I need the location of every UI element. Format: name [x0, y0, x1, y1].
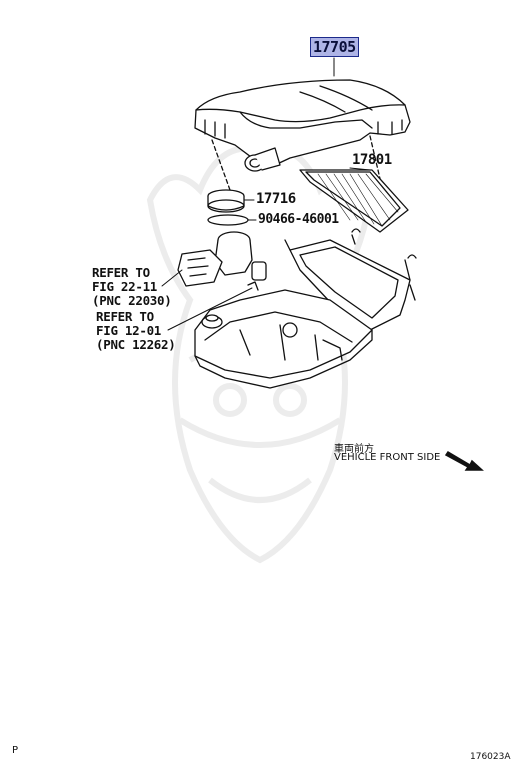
- front-direction-arrow: [444, 450, 484, 471]
- part-number-17716[interactable]: 17716: [256, 191, 296, 207]
- part-number-90466-46001[interactable]: 90466-46001: [258, 212, 339, 227]
- refer-line: REFER TO: [96, 309, 154, 324]
- air-cleaner-case: [194, 228, 417, 389]
- leader-ref2: [167, 287, 253, 331]
- fig-line: FIG 22-11: [92, 279, 158, 294]
- footer-illustration-id: 176023A: [470, 752, 511, 762]
- hose-clamp: [207, 189, 245, 213]
- fig-line: FIG 12-01: [96, 323, 162, 338]
- footer-page-marker: P: [12, 745, 19, 756]
- direction-label-jp: 車両前方: [334, 444, 374, 455]
- throttle-body: [177, 231, 267, 291]
- refer-line: REFER TO: [92, 265, 150, 280]
- direction-label-en: VEHICLE FRONT SIDE: [334, 452, 441, 463]
- part-number-17705[interactable]: 17705: [310, 37, 359, 57]
- o-ring: [207, 214, 249, 226]
- part-number-17801[interactable]: 17801: [352, 152, 392, 168]
- leader-ref1: [161, 269, 183, 287]
- pnc-line: (PNC 12262): [96, 337, 176, 352]
- air-cleaner-cap: [194, 79, 411, 172]
- pnc-line: (PNC 22030): [92, 293, 172, 308]
- refer-fig-12-01[interactable]: REFER TO FIG 12-01 (PNC 12262): [96, 309, 176, 352]
- air-filter-element: [299, 169, 409, 233]
- leader-17801: [349, 167, 371, 171]
- refer-fig-22-11[interactable]: REFER TO FIG 22-11 (PNC 22030): [92, 265, 172, 308]
